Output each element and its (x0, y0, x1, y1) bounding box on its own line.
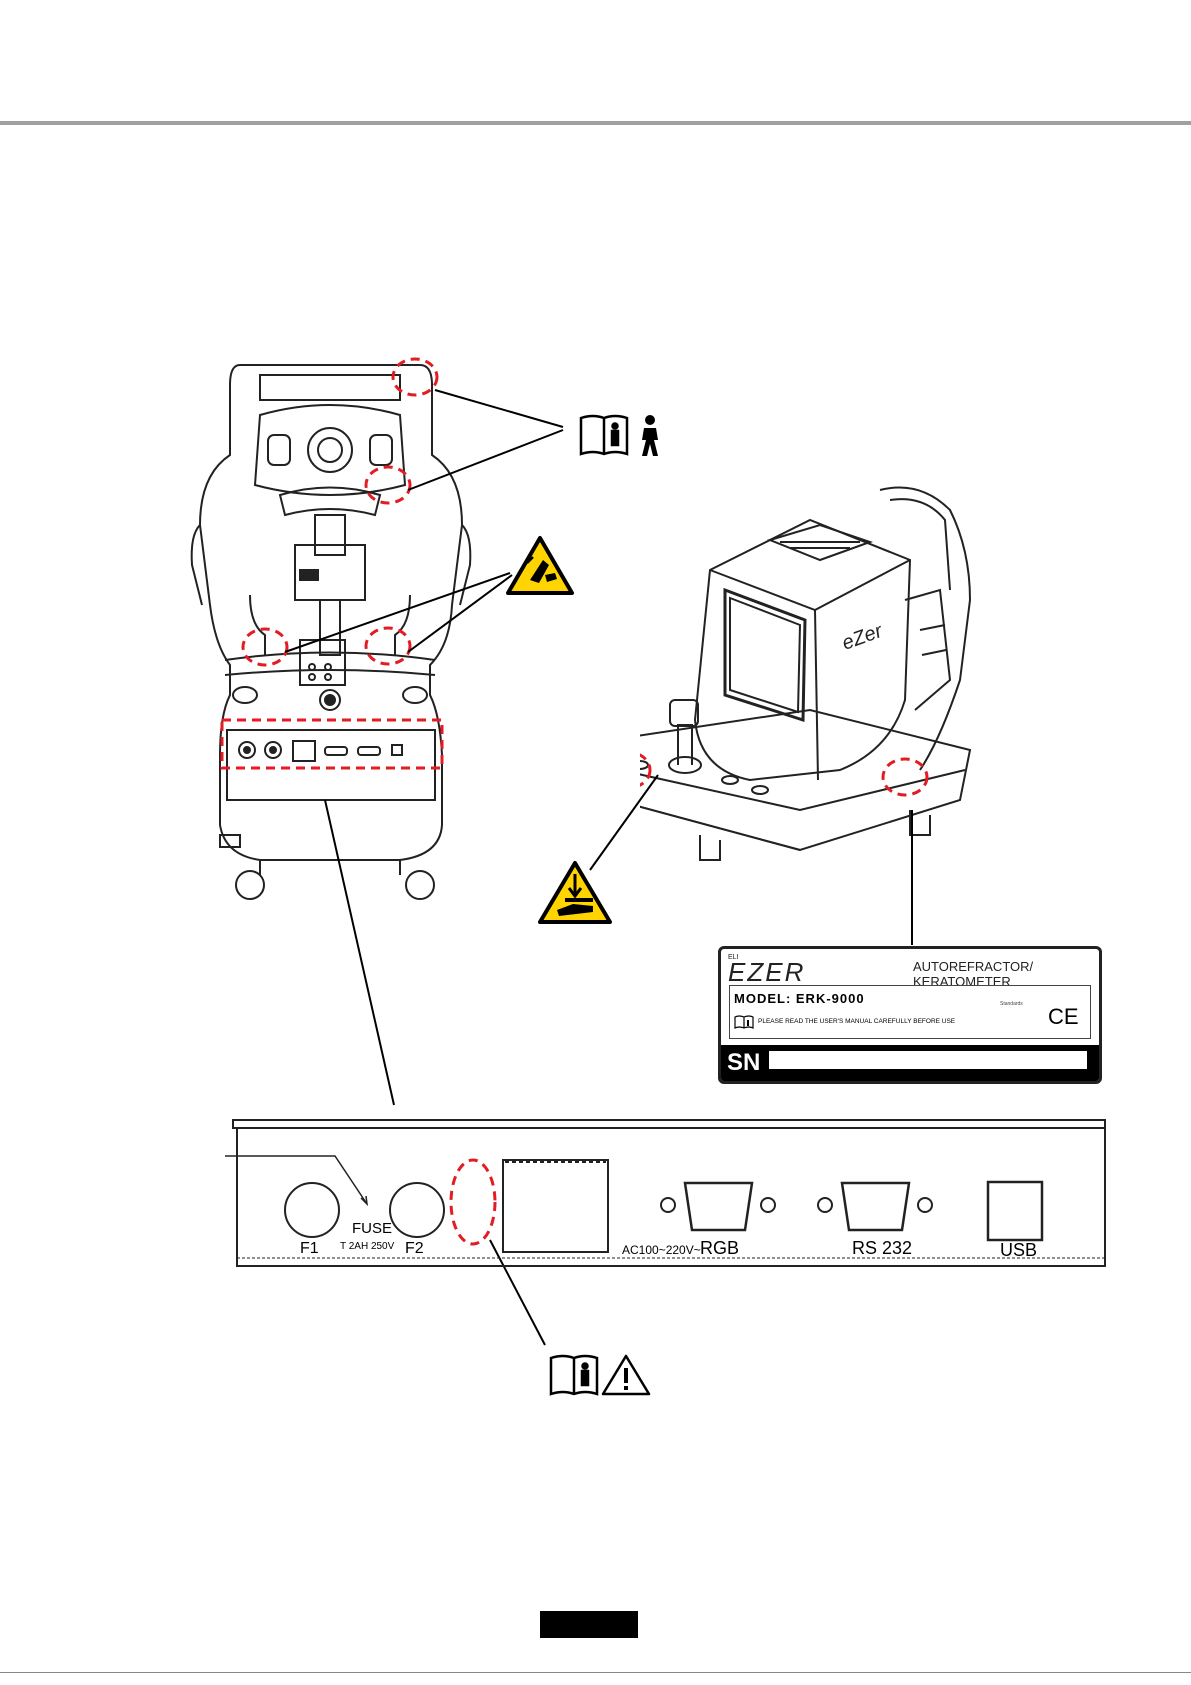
caution-triangle-icon (603, 1356, 649, 1394)
label-model: MODEL: ERK-9000 (734, 991, 865, 1006)
panel-callout (451, 1160, 495, 1244)
panel-label-power: AC100~220V~ (622, 1243, 701, 1257)
label-sn: SN (727, 1049, 760, 1077)
panel-label-rs232: RS 232 (852, 1238, 912, 1259)
hand-pinch-hazard-icon (537, 860, 613, 926)
manual-info-icon (551, 1356, 597, 1394)
crush-hazard-icon (505, 535, 575, 597)
panel-label-fuse-rating: T 2AH 250V (340, 1241, 394, 1252)
panel-label-fuse: FUSE (352, 1220, 392, 1237)
panel-label-f2: F2 (405, 1240, 424, 1258)
label-manual-icon (734, 1015, 754, 1029)
label-sn-field (769, 1051, 1087, 1069)
page-number-tab (540, 1611, 638, 1638)
label-sn-bar: SN (721, 1045, 1099, 1081)
footer-rule (0, 1672, 1191, 1673)
label-standards: Standards (1000, 1001, 1023, 1007)
label-brand-logo: EZER (728, 957, 805, 988)
device-label-plate: ELI EZER AUTOREFRACTOR/ KERATOMETER MODE… (718, 946, 1102, 1084)
type-b-body-icon (642, 415, 658, 456)
manual-bodytype-symbols (578, 410, 673, 458)
label-ce-mark: CE (1048, 1004, 1079, 1030)
panel-label-f1: F1 (300, 1240, 319, 1258)
panel-label-usb: USB (1000, 1240, 1037, 1261)
manual-caution-symbols (548, 1352, 652, 1398)
manual-info-icon (581, 416, 627, 454)
panel-label-rgb: RGB (700, 1238, 739, 1259)
label-info-box: MODEL: ERK-9000 Standards PLEASE READ TH… (729, 985, 1091, 1039)
label-notice: PLEASE READ THE USER'S MANUAL CAREFULLY … (758, 1018, 955, 1025)
